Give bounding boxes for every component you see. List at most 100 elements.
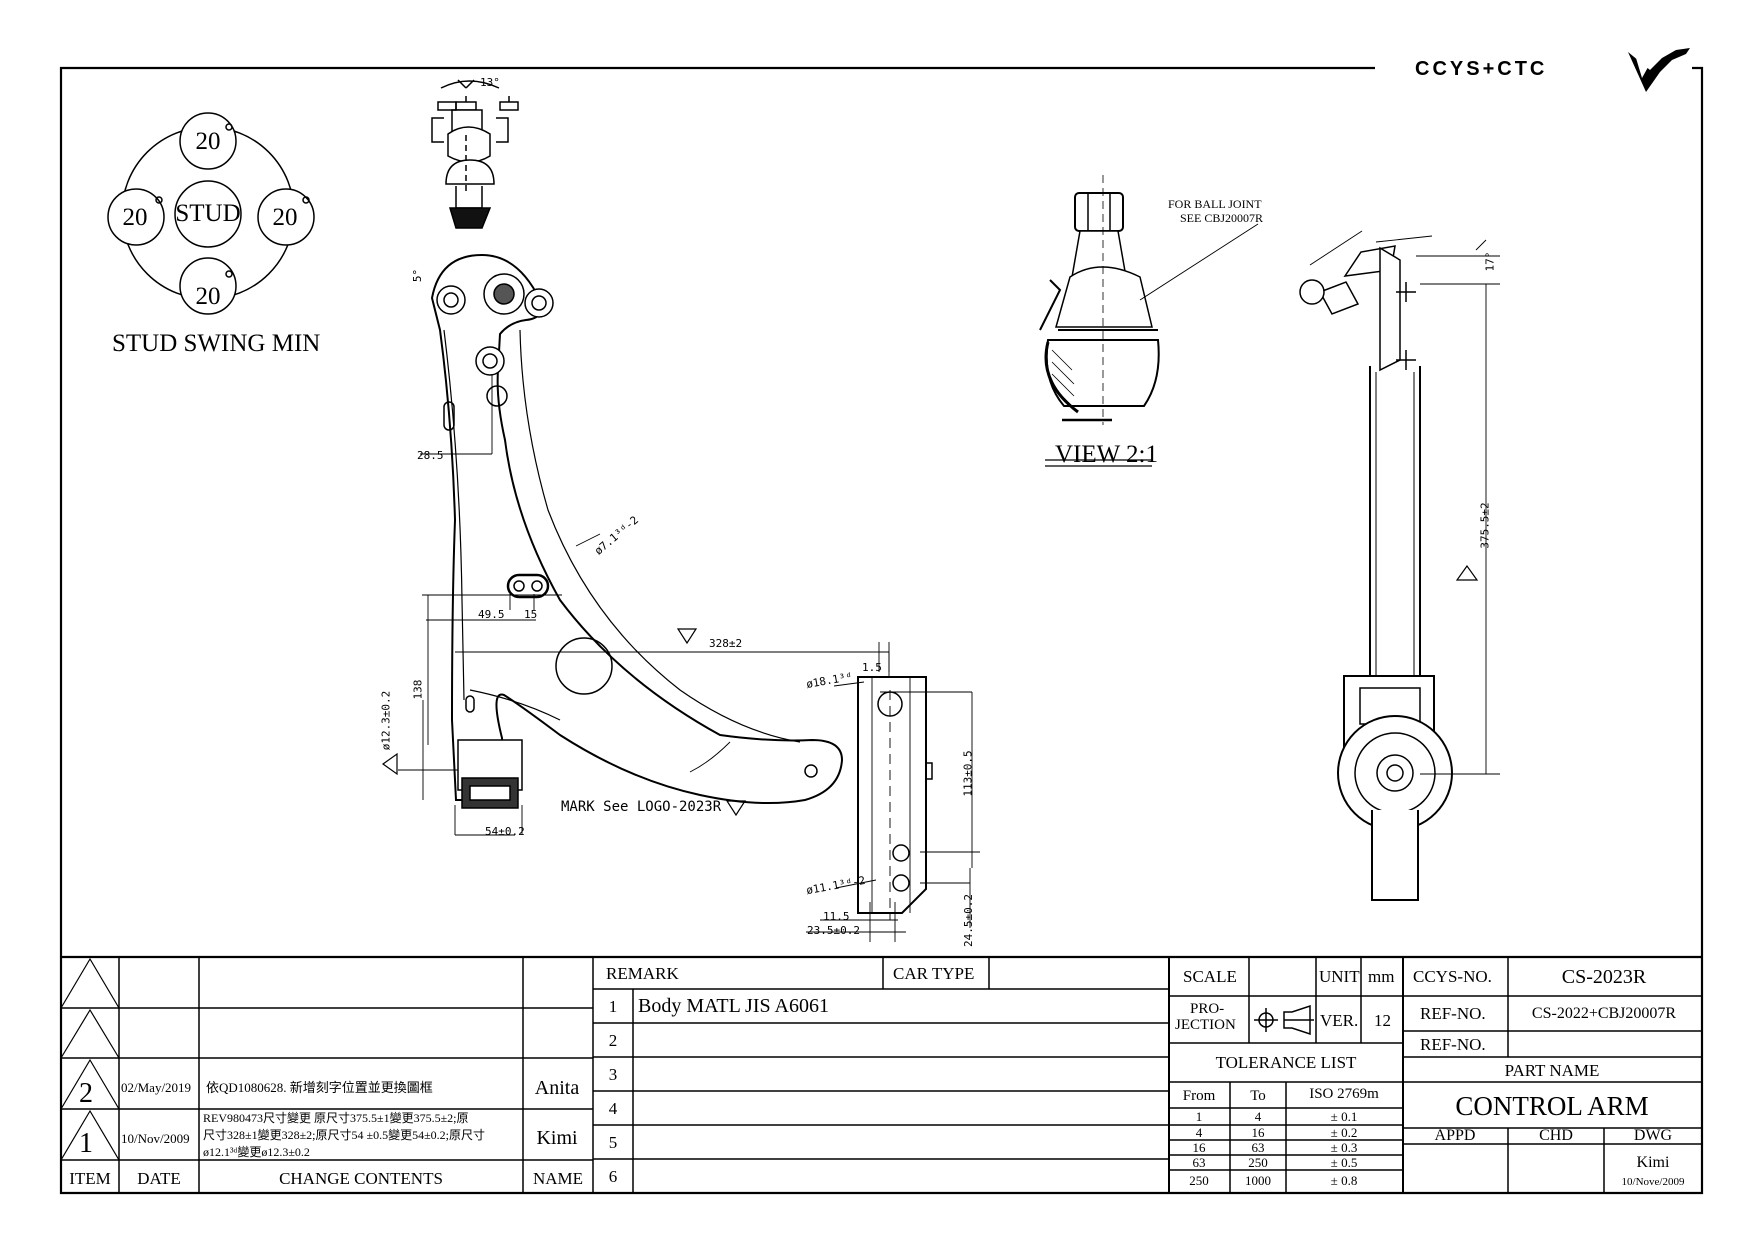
dimension-lines (398, 374, 980, 942)
ref-no-value-1: CS-2022+CBJ20007R (1531, 1005, 1677, 1022)
ccys-no-label: CCYS-NO. (1413, 967, 1492, 986)
rev-date-2: 02/May/2019 (121, 1080, 192, 1095)
ref-no-label-1: REF-NO. (1420, 1004, 1486, 1023)
tolerance-row-5-to: 1000 (1245, 1173, 1271, 1188)
tolerance-row-3-tol: ± 0.3 (1330, 1140, 1358, 1155)
dim-11-5: 11.5 (823, 910, 850, 923)
ref-no-label-2: REF-NO. (1420, 1035, 1486, 1054)
drawing-frame (59, 66, 1704, 1195)
tolerance-row-2-tol: ± 0.2 (1330, 1125, 1358, 1140)
remark-no-6: 6 (608, 1167, 618, 1186)
unit-value: mm (1368, 967, 1395, 986)
dim-375: 375.5±2 (1478, 502, 1492, 549)
projection-label-2: JECTION (1175, 1017, 1236, 1033)
remark-no-3: 3 (608, 1065, 618, 1084)
rev-header-content: CHANGE CONTENTS (279, 1169, 443, 1188)
tolerance-row-4-from: 63 (1192, 1155, 1206, 1170)
tolerance-row-5-from: 250 (1189, 1173, 1209, 1188)
revision-triangles (381, 564, 1479, 817)
rev-header-item: ITEM (69, 1169, 111, 1188)
tolerance-row-5-tol: ± 0.8 (1330, 1173, 1358, 1188)
remark-no-5: 5 (608, 1133, 618, 1152)
dim-angle-5: 5° (411, 268, 425, 283)
dwg-label: DWG (1633, 1127, 1673, 1144)
rev-content-2: 依QD1080628. 新增刻字位置並更換圖框 (206, 1080, 433, 1095)
projection-label-1: PRO- (1190, 1001, 1225, 1017)
dwg-drawer-name: Kimi (1636, 1154, 1670, 1171)
stud-angle-top: 20 (195, 128, 221, 155)
rev-item-2: 2 (79, 1078, 93, 1109)
ball-joint-note-2: SEE CBJ20007R (1180, 211, 1264, 225)
unit-label: UNIT (1319, 967, 1360, 986)
dim-angle-17: 17° (1483, 251, 1497, 272)
remark-no-1: 1 (608, 997, 618, 1016)
rev-date-1: 10/Nov/2009 (121, 1131, 190, 1146)
tolerance-header-from: From (1182, 1088, 1216, 1104)
tolerance-row-1-to: 4 (1254, 1109, 1262, 1124)
dim-24-5: 24.5±0.2 (961, 894, 975, 947)
rev-item-1: 1 (79, 1128, 93, 1159)
tolerance-row-1-from: 1 (1195, 1109, 1203, 1124)
tolerance-row-1-tol: ± 0.1 (1330, 1109, 1358, 1124)
ccys-logo-icon (1628, 48, 1690, 92)
ver-label: VER. (1320, 1011, 1359, 1030)
remark-text-1: Body MATL JIS A6061 (638, 995, 829, 1017)
logo-mark-note: MARK See LOGO-2023R (561, 799, 722, 815)
tolerance-row-4-to: 250 (1248, 1155, 1268, 1170)
rev-name-1: Kimi (536, 1127, 578, 1149)
dim-15: 15 (524, 608, 538, 621)
tolerance-header-to: To (1250, 1088, 1266, 1104)
ball-joint-stud-drawing (431, 79, 519, 229)
ccys-no-value: CS-2023R (1561, 966, 1647, 988)
dim-54: 54±0.2 (485, 825, 525, 838)
stud-angle-bottom: 20 (195, 283, 221, 310)
dim-113: 113±0.5 (961, 750, 975, 797)
tolerance-header-std: ISO 2769m (1309, 1086, 1379, 1102)
stud-swing-caption: STUD SWING MIN (112, 330, 321, 357)
dim-328: 328±2 (709, 637, 743, 650)
rev-header-name: NAME (532, 1169, 584, 1188)
tolerance-row-3-to: 63 (1251, 1140, 1265, 1155)
dim-23-5: 23.5±0.2 (807, 924, 860, 937)
stud-label: STUD (175, 200, 241, 227)
dim-angle-top: 13° (480, 76, 500, 89)
tolerance-row-3-from: 16 (1192, 1140, 1206, 1155)
ver-value: 12 (1374, 1011, 1391, 1030)
stud-angle-left: 20 (122, 204, 148, 231)
dim-138: 138 (411, 679, 425, 700)
title-block-grid (60, 955, 1702, 1193)
dwg-date: 10/Nove/2009 (1621, 1176, 1685, 1188)
rev-content-1-line2: 尺寸328±1變更328±2;原尺寸54 ±0.5變更54±0.2;原尺寸 (203, 1128, 486, 1142)
dim-1-5: 1.5 (862, 661, 882, 674)
part-name-value: CONTROL ARM (1455, 1091, 1649, 1121)
remark-label: REMARK (606, 964, 679, 983)
remark-no-2: 2 (608, 1031, 618, 1050)
rev-content-1-line1: REV980473尺寸變更 原尺寸375.5±1變更375.5±2;原 (203, 1111, 469, 1125)
remark-no-4: 4 (608, 1099, 618, 1118)
car-type-label: CAR TYPE (893, 964, 975, 983)
dim-28-5: 28.5 (417, 449, 444, 462)
view-scale-label: VIEW 2:1 (1055, 441, 1158, 468)
bushing-bracket-drawing (857, 676, 933, 920)
stud-swing-diagram (107, 112, 315, 315)
chd-label: CHD (1539, 1127, 1573, 1144)
dim-12-3: ø12.3±0.2 (379, 690, 393, 751)
tolerance-row-2-to: 16 (1251, 1125, 1265, 1140)
appd-label: APPD (1434, 1127, 1476, 1144)
company-logo-text: CCYS+CTC (1415, 58, 1548, 80)
part-name-label: PART NAME (1504, 1061, 1600, 1080)
tolerance-title: TOLERANCE LIST (1215, 1053, 1357, 1072)
rev-name-2: Anita (534, 1077, 580, 1099)
tolerance-row-2-from: 4 (1195, 1125, 1203, 1140)
scale-label: SCALE (1183, 967, 1237, 986)
dim-49-5: 49.5 (478, 608, 505, 621)
rev-content-1-line3: ø12.1³ᵈ變更ø12.3±0.2 (203, 1145, 310, 1159)
ball-joint-note-1: FOR BALL JOINT (1168, 197, 1262, 211)
ball-joint-section-view (1039, 175, 1259, 467)
rev-header-date: DATE (137, 1169, 181, 1188)
control-arm-drawing (430, 253, 844, 809)
stud-angle-right: 20 (272, 204, 298, 231)
control-arm-side-view (1299, 230, 1500, 901)
tolerance-row-4-tol: ± 0.5 (1330, 1155, 1358, 1170)
